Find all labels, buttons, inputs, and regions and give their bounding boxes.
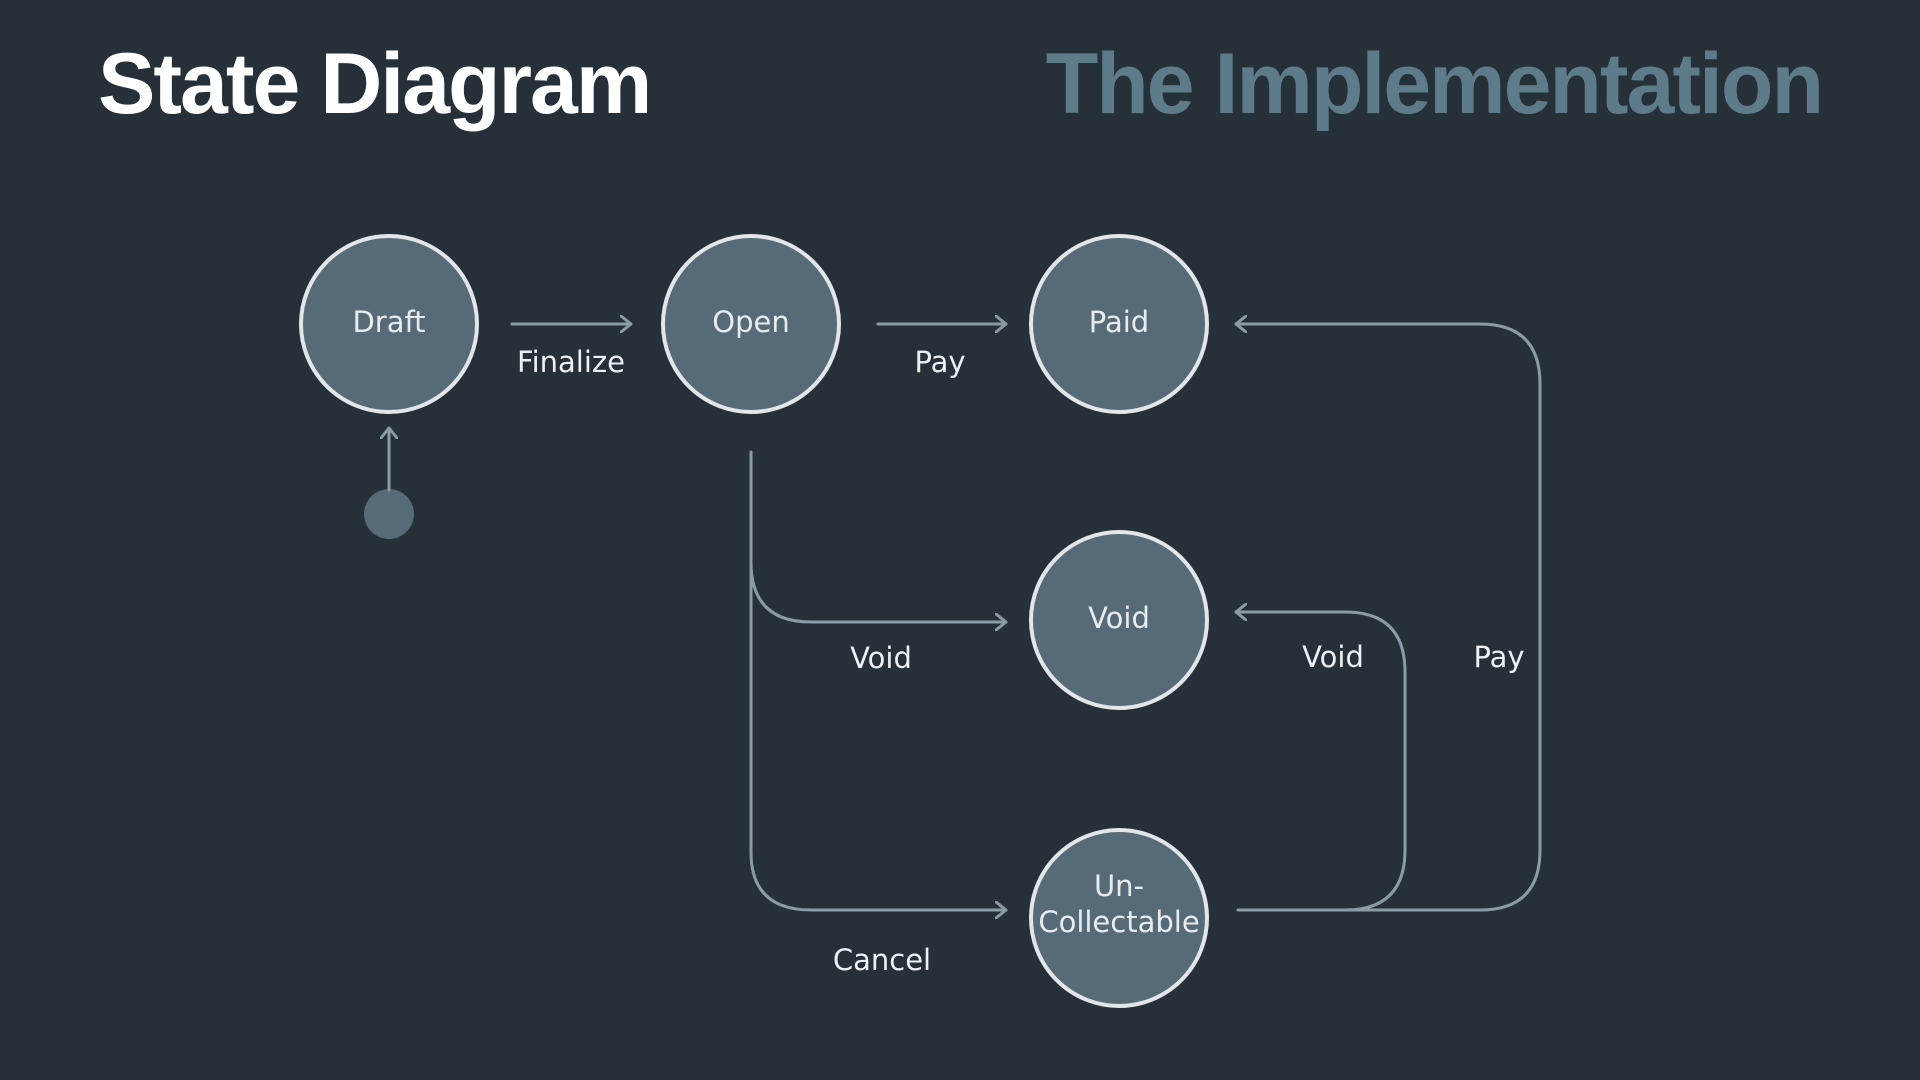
uncollectable-void-arrow (1234, 612, 1407, 912)
page-subtitle: The Implementation (1045, 36, 1824, 132)
state-void-label: Void (1088, 601, 1150, 635)
open-void-arrow (749, 450, 1008, 622)
uncollectable-void-label: Void (1302, 640, 1364, 674)
state-draft-label: Draft (352, 305, 425, 339)
state-paid: Paid (1029, 234, 1209, 414)
state-open-label: Open (712, 305, 789, 339)
open-pay-label: Pay (914, 345, 965, 379)
open-cancel-label: Cancel (833, 943, 931, 977)
page-title: State Diagram (98, 36, 652, 132)
open-cancel-arrow (749, 560, 1008, 910)
state-uncollectable-label-line1: Un- (1094, 869, 1144, 903)
open-void-label: Void (850, 641, 912, 675)
state-open: Open (661, 234, 841, 414)
state-void: Void (1029, 530, 1209, 710)
uncollectable-pay-label: Pay (1473, 640, 1524, 674)
state-draft: Draft (299, 234, 479, 414)
initial-state-dot (364, 489, 414, 539)
state-uncollectable: Un- Collectable (1029, 828, 1209, 1008)
finalize-label: Finalize (517, 345, 625, 379)
state-uncollectable-label-line2: Collectable (1038, 905, 1199, 939)
uncollectable-pay-arrow (1234, 324, 1542, 912)
state-paid-label: Paid (1089, 305, 1149, 339)
